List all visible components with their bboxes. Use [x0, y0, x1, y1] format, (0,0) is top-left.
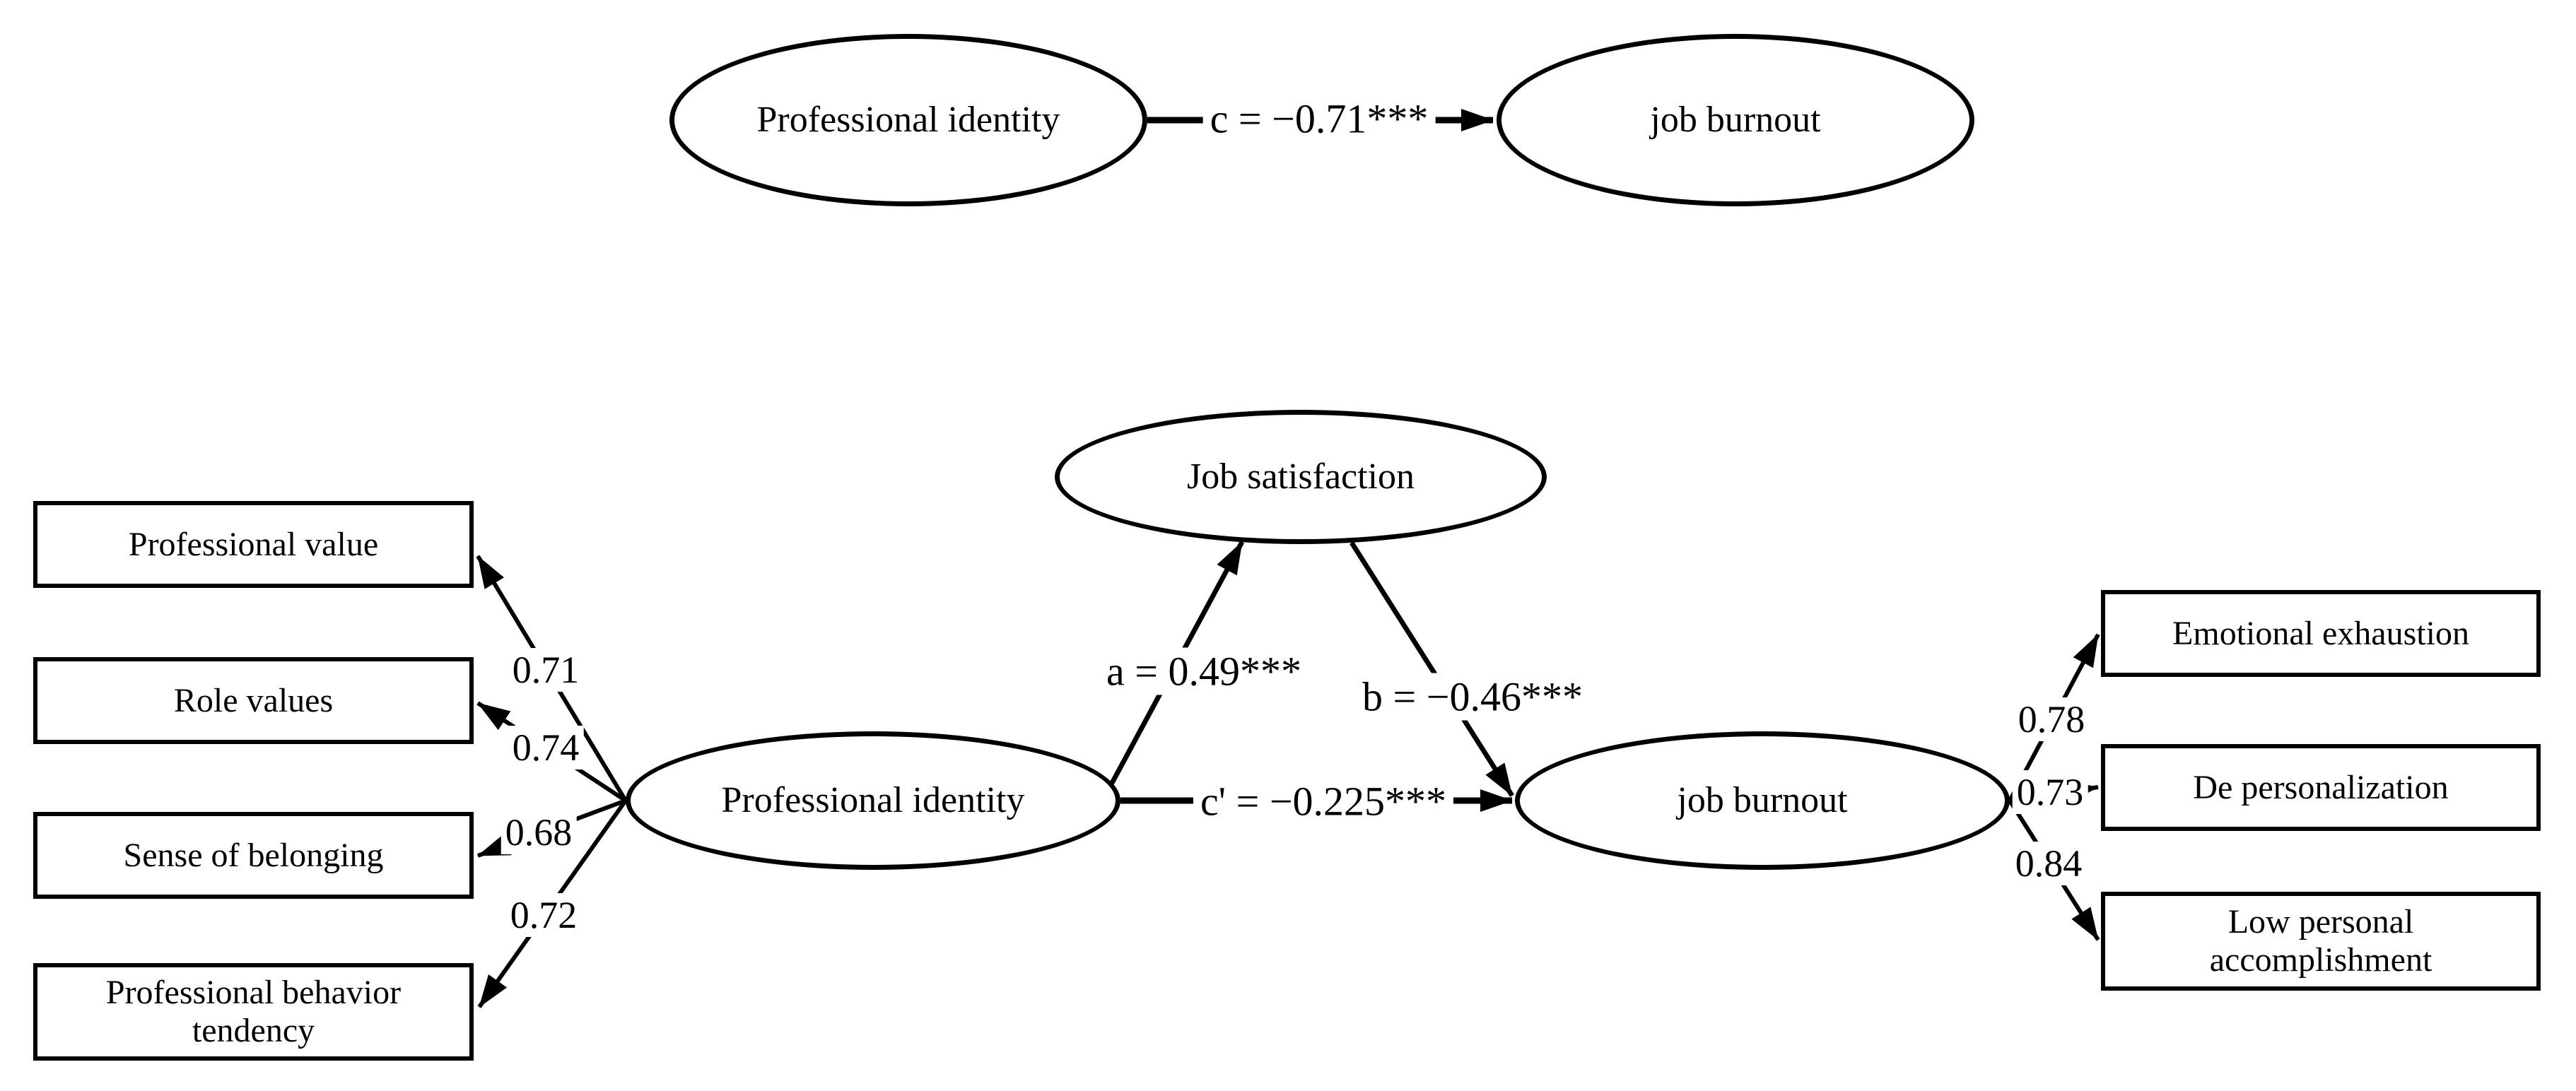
indicator-label: Professional behavior tendency: [105, 974, 402, 1049]
indicator-label: Sense of belonging: [123, 836, 384, 874]
top-outcome-ellipse: job burnout: [1497, 34, 1974, 206]
loading-professional-behavior-tendency: 0.72: [505, 893, 582, 937]
predictor-ellipse: Professional identity: [626, 731, 1120, 870]
outcome-ellipse: job burnout: [1515, 731, 2010, 870]
indicator-label: Professional value: [128, 525, 379, 563]
indicator-de-personalization: De personalization: [2101, 744, 2541, 831]
loading-low-personal-accomplishment: 0.84: [2010, 842, 2087, 885]
loading-sense-of-belonging: 0.68: [500, 810, 577, 854]
indicator-label: De personalization: [2193, 768, 2449, 806]
mediator-ellipse: Job satisfaction: [1055, 410, 1547, 544]
top-predictor-label: Professional identity: [756, 99, 1060, 140]
indicator-sense-of-belonging: Sense of belonging: [33, 812, 474, 899]
indicator-professional-behavior-tendency: Professional behavior tendency: [33, 963, 474, 1061]
outcome-label: job burnout: [1677, 779, 1848, 820]
top-predictor-ellipse: Professional identity: [669, 34, 1147, 206]
loading-emotional-exhaustion: 0.78: [2013, 697, 2090, 741]
path-c-prime-label: c' = −0.225***: [1193, 777, 1454, 825]
path-a-label: a = 0.49***: [1099, 647, 1309, 695]
indicator-low-personal-accomplishment: Low personal accomplishment: [2101, 892, 2541, 991]
indicator-professional-value: Professional value: [33, 501, 474, 588]
path-b-label: b = −0.46***: [1355, 673, 1590, 721]
indicator-role-values: Role values: [33, 657, 474, 744]
edge-b-line: [1350, 541, 1514, 797]
mediator-label: Job satisfaction: [1186, 456, 1415, 497]
indicator-label: Low personal accomplishment: [2209, 903, 2432, 979]
top-outcome-label: job burnout: [1650, 99, 1821, 140]
path-c-label: c = −0.71***: [1202, 95, 1436, 143]
loading-de-personalization: 0.73: [2012, 770, 2088, 814]
loading-role-values: 0.74: [508, 726, 584, 769]
indicator-label: Emotional exhaustion: [2172, 614, 2469, 652]
loading-professional-value: 0.71: [508, 648, 584, 692]
indicator-emotional-exhaustion: Emotional exhaustion: [2101, 590, 2541, 677]
predictor-label: Professional identity: [721, 779, 1025, 820]
indicator-label: Role values: [173, 681, 334, 719]
